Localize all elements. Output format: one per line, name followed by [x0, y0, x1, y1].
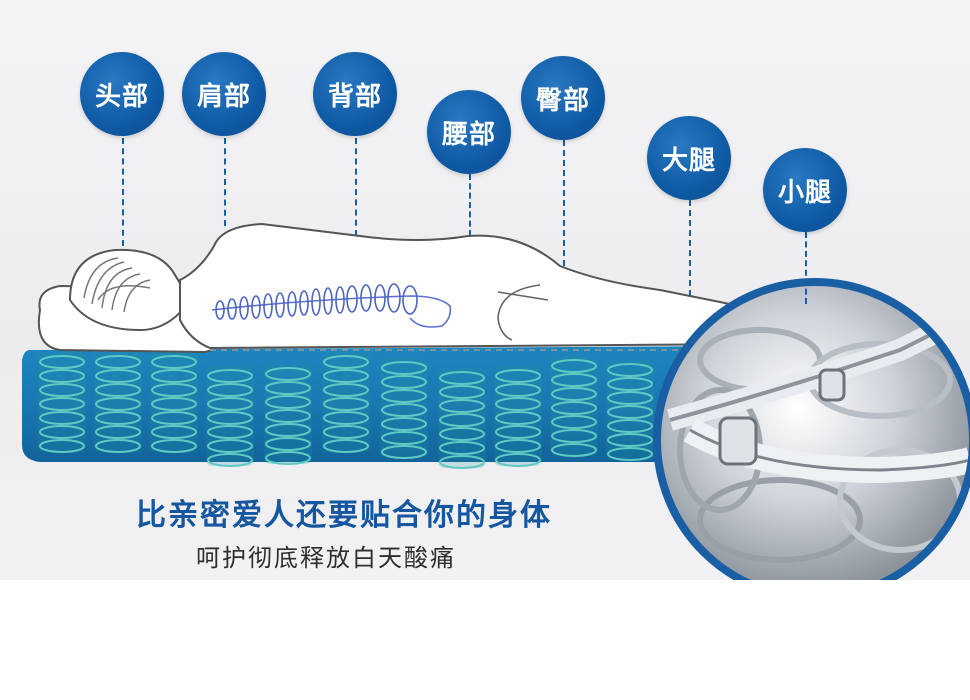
label-shoulder-text: 肩部	[196, 81, 251, 112]
leader-line-waist	[469, 174, 471, 236]
label-head-text: 头部	[94, 81, 149, 112]
label-head: 头部	[80, 52, 164, 136]
label-back: 背部	[313, 52, 397, 136]
label-waist-text: 腰部	[441, 119, 496, 150]
mattress-illustration	[22, 222, 970, 580]
label-calf-text: 小腿	[777, 177, 832, 208]
pocket-springs	[38, 351, 655, 469]
leader-line-thigh	[689, 200, 691, 296]
label-calf: 小腿	[763, 148, 847, 232]
label-thigh-text: 大腿	[661, 145, 716, 176]
head	[68, 248, 192, 332]
spring-closeup	[653, 278, 970, 580]
label-thigh: 大腿	[647, 116, 731, 200]
label-waist: 腰部	[427, 90, 511, 174]
leader-line-shoulder	[224, 138, 226, 226]
headline: 比亲密爱人还要贴合你的身体	[136, 498, 552, 533]
spine	[211, 283, 452, 328]
label-shoulder: 肩部	[182, 52, 266, 136]
leader-line-head	[122, 138, 124, 246]
label-back-text: 背部	[327, 81, 382, 112]
leader-line-calf	[805, 232, 807, 304]
label-hip-text: 臀部	[535, 85, 590, 116]
body-silhouette	[179, 222, 772, 350]
label-hip: 臀部	[521, 56, 605, 140]
leader-line-hip	[563, 140, 565, 266]
subline: 呵护彻底释放白天酸痛	[196, 544, 456, 572]
leader-line-back	[355, 138, 357, 236]
